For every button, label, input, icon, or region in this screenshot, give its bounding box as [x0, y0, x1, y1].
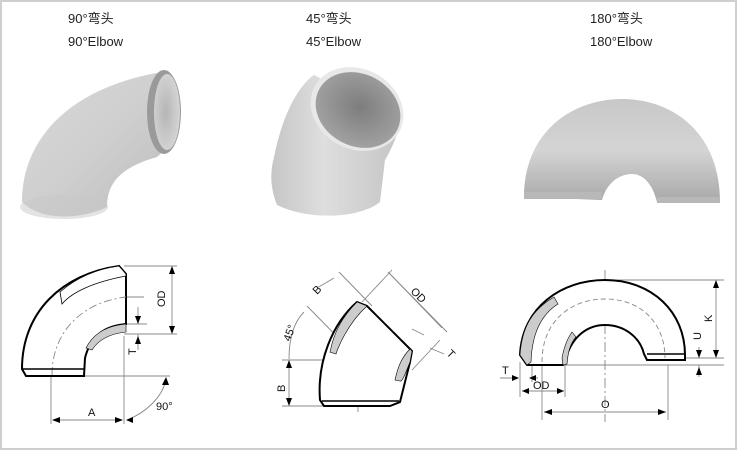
caption-en: 90°Elbow — [68, 34, 124, 49]
caption-en: 180°Elbow — [590, 34, 653, 49]
caption-90-elbow: 90°弯头 90°Elbow — [68, 7, 123, 53]
label-b-left: B — [276, 385, 288, 392]
label-angle-45: 45° — [282, 323, 299, 343]
label-a: A — [88, 407, 96, 419]
drawing-180-return-bend: K U OD T O — [500, 270, 724, 422]
label-od: OD — [408, 286, 428, 306]
label-b-top: B — [311, 283, 325, 297]
caption-180-elbow: 180°弯头 180°Elbow — [590, 7, 652, 53]
caption-en: 45°Elbow — [306, 34, 362, 49]
label-angle-90: 90° — [156, 401, 173, 413]
drawing-90-elbow: OD T A 90° — [20, 264, 177, 424]
photo-180-return-bend — [524, 99, 720, 203]
label-od: OD — [533, 380, 550, 392]
label-t: T — [127, 348, 139, 355]
caption-45-elbow: 45°弯头 45°Elbow — [306, 7, 361, 53]
label-t: T — [502, 365, 509, 377]
caption-cn: 180°弯头 — [590, 11, 643, 26]
label-o: O — [601, 399, 610, 411]
photo-45-elbow — [271, 67, 404, 216]
label-t: T — [444, 348, 457, 361]
caption-cn: 45°弯头 — [306, 11, 352, 26]
label-od: OD — [156, 290, 168, 307]
label-u: U — [692, 332, 704, 340]
caption-cn: 90°弯头 — [68, 11, 114, 26]
photo-90-elbow — [20, 70, 181, 219]
label-k: K — [703, 314, 715, 322]
drawing-45-elbow: B OD T 45° B — [276, 269, 457, 412]
